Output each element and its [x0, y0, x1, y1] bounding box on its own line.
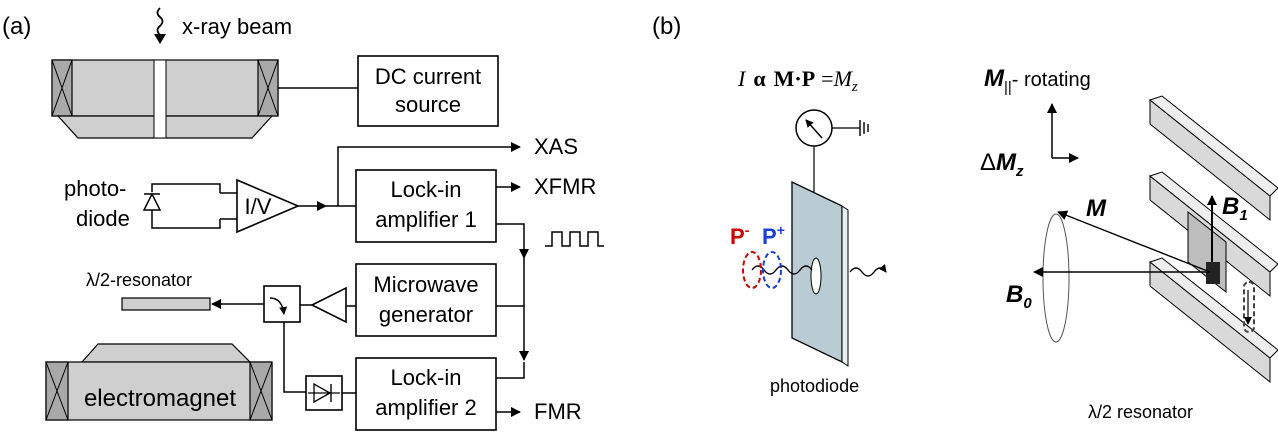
p-minus-label: P- [730, 222, 750, 249]
p-plus-label: P+ [762, 222, 785, 249]
fmr-label: FMR [534, 399, 582, 424]
photodiode-label-2: diode [76, 206, 130, 231]
m-label: M [1086, 195, 1107, 222]
lockin-amplifier-1-box [355, 169, 497, 243]
microwave-generator-box [355, 263, 497, 337]
photodiode-label-1: photo- [64, 176, 126, 201]
photodiode-icon [142, 183, 237, 229]
panel-a: (a) x-ray beam DC current source photo- … [2, 7, 604, 431]
transmitted-beam-icon [849, 264, 887, 277]
m-parallel-label: M||- rotating [984, 65, 1091, 96]
xray-beam-icon [154, 7, 166, 44]
delta-mz-label: ΔMz [980, 149, 1024, 180]
sample-icon [1206, 262, 1220, 284]
field-loop-icon [1243, 281, 1255, 333]
xray-beam-label: x-ray beam [182, 14, 292, 39]
electromagnet [45, 343, 273, 421]
resonator-b-label: λ/2 resonator [1088, 402, 1193, 422]
lockin-amplifier-2-box [355, 357, 497, 431]
mw-label-2: generator [379, 302, 473, 327]
detector-diode-icon [305, 375, 343, 411]
photodiode-plate [791, 180, 849, 367]
dc-source-label-2: source [395, 92, 461, 117]
resonator-plates [1148, 95, 1278, 384]
b1-label: B1 [1222, 193, 1248, 224]
iv-label: I/V [245, 194, 272, 219]
lockin1-label-2: amplifier 1 [375, 207, 476, 232]
mw-amplifier-icon [310, 286, 347, 324]
lockin1-label-1: Lock-in [391, 177, 462, 202]
b0-label: B0 [1006, 281, 1032, 312]
lockin2-label-1: Lock-in [391, 365, 462, 390]
precession-cone [1042, 213, 1070, 343]
p-minus-polarization-icon [742, 251, 762, 289]
dc-current-source-box [357, 55, 499, 127]
iv-amplifier-icon [236, 178, 301, 234]
top-magnet [51, 59, 279, 139]
mw-label-1: Microwave [373, 272, 478, 297]
panel-a-label: (a) [2, 13, 31, 40]
photodiode-label: photodiode [770, 376, 859, 396]
resonator-bar [121, 297, 211, 311]
xas-label: XAS [534, 134, 578, 159]
circulator-icon [263, 285, 301, 323]
m-vector [1057, 210, 1211, 273]
dc-source-label-1: DC current [375, 64, 481, 89]
electromagnet-label: electromagnet [84, 385, 236, 412]
panel-b-label: (b) [652, 13, 681, 40]
square-wave-icon [545, 231, 604, 247]
ammeter-icon [795, 109, 869, 192]
xfmr-label: XFMR [534, 174, 596, 199]
lockin2-label-2: amplifier 2 [375, 395, 476, 420]
resonator-label: λ/2-resonator [86, 270, 192, 290]
p-plus-polarization-icon [762, 251, 782, 289]
